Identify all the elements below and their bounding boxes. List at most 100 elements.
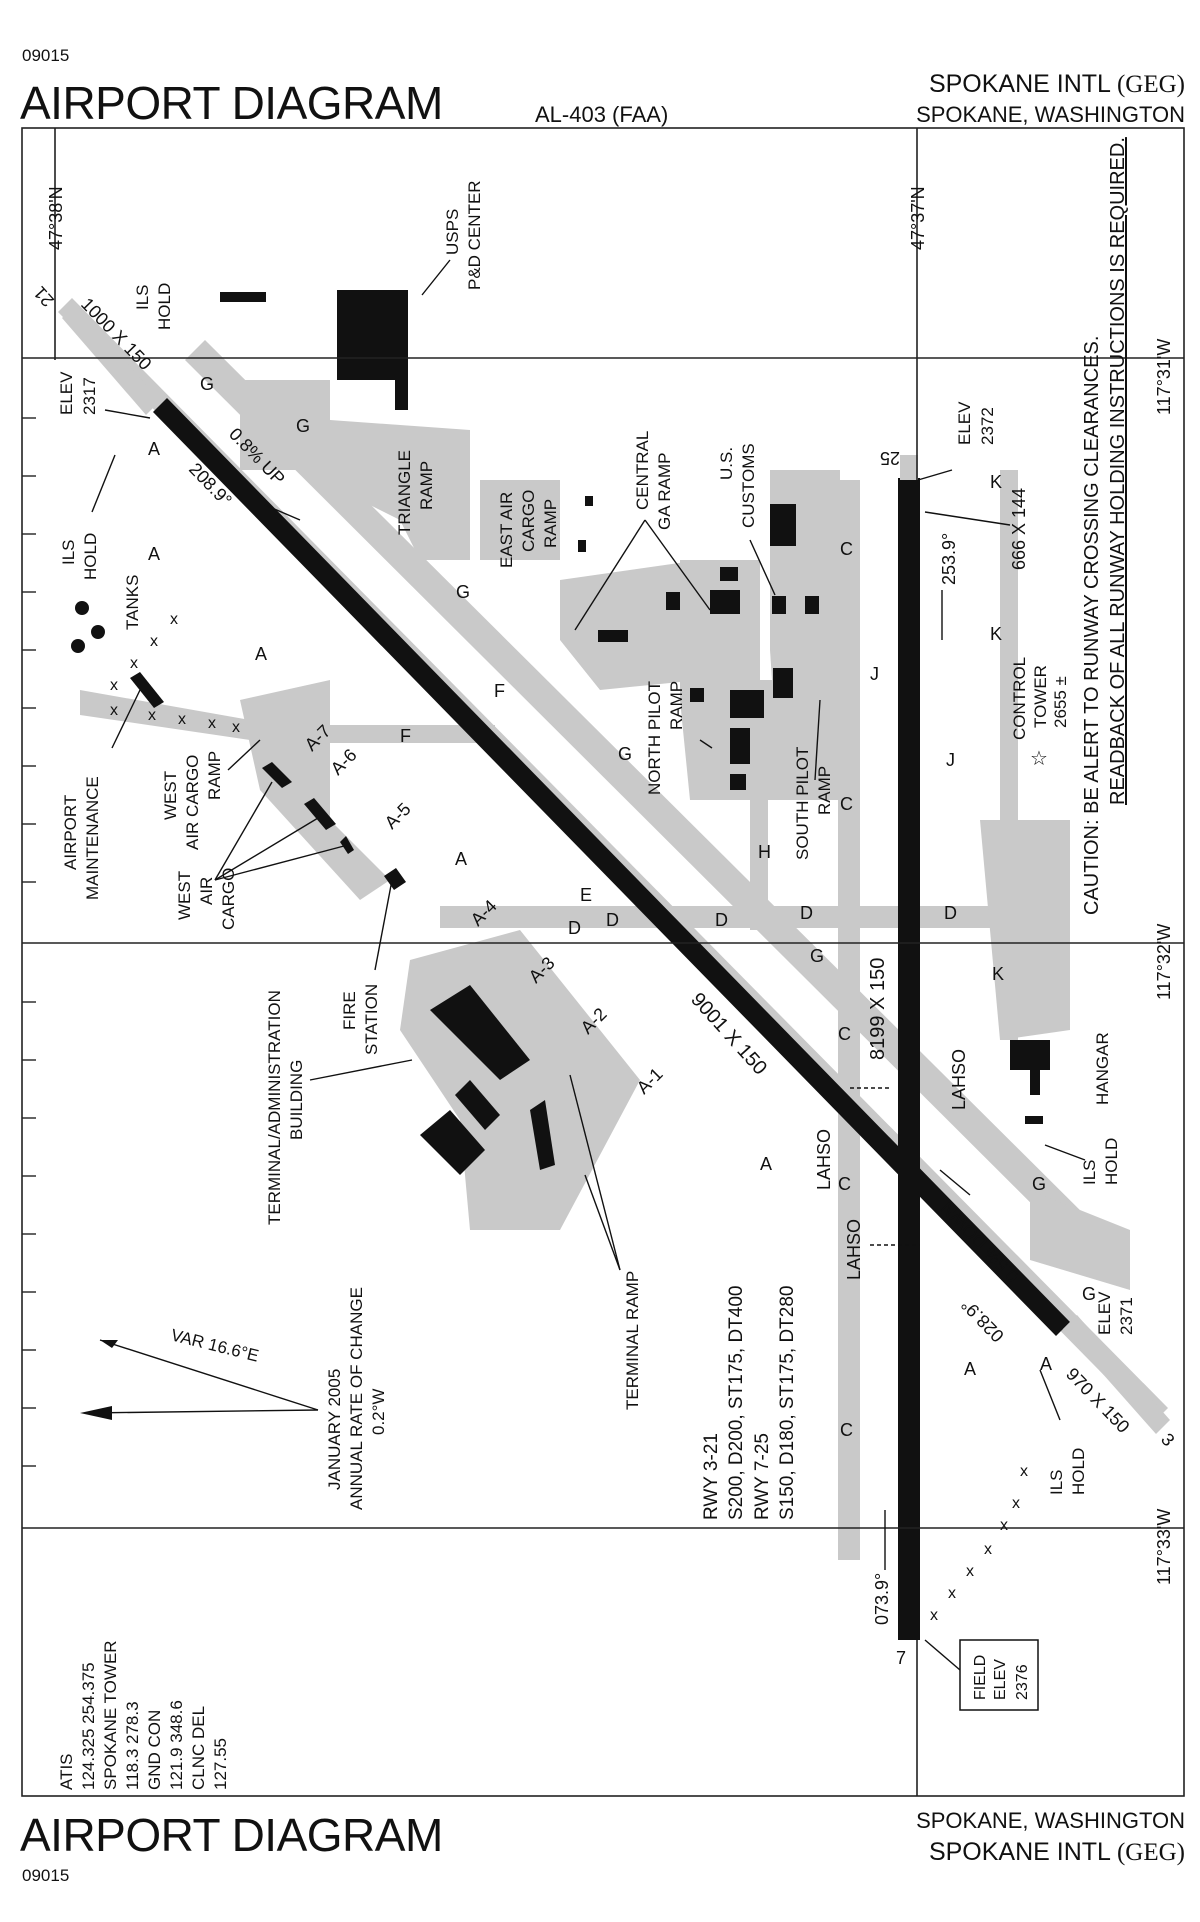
maintenance-label-1: AIRPORT <box>61 795 80 870</box>
taxiway-label-g: G <box>618 744 632 764</box>
taxiway-label-g: G <box>810 946 824 966</box>
closed-markings: x x x x x x x x x x x x x x x x <box>110 611 1028 1624</box>
east-air-cargo-label-1: EAST AIR <box>497 492 516 568</box>
x-mark: x <box>1000 1517 1008 1534</box>
taxiway-label-d: D <box>944 903 957 923</box>
airport-id: (GEG) <box>1116 71 1185 98</box>
area-labels: USPS P&D CENTER TRIANGLE RAMP EAST AIR C… <box>59 180 1121 1510</box>
east-air-cargo-label-3: RAMP <box>541 499 560 548</box>
overrun-21 <box>62 304 160 415</box>
tank-2 <box>71 639 85 653</box>
ils-hold-label-nw-2: HOLD <box>155 283 174 330</box>
runway-7-25-dimensions: 8199 X 150 <box>867 958 889 1060</box>
north-pilot-building-4 <box>730 774 746 790</box>
caution-line-2: READBACK OF ALL RUNWAY HOLDING INSTRUCTI… <box>1107 137 1129 805</box>
x-mark: x <box>984 1541 992 1558</box>
x-mark: x <box>170 611 178 628</box>
terminal-building-label-2: BUILDING <box>287 1060 306 1140</box>
x-mark: x <box>232 719 240 736</box>
control-tower-icon: ☆ <box>1030 748 1048 770</box>
leader-ils-hold-se <box>1039 1369 1061 1421</box>
x-mark: x <box>208 715 216 732</box>
x-mark: x <box>1020 1463 1028 1480</box>
leader-fire-station <box>374 879 393 971</box>
leader-ils-hold-w <box>91 454 116 513</box>
west-air-cargo-label-1: WEST <box>175 871 194 920</box>
gradient-down-arrow <box>939 1169 971 1196</box>
control-tower-label-1: CONTROL <box>1010 657 1029 740</box>
south-pilot-label-2: RAMP <box>815 766 834 815</box>
terminal-building-main <box>430 985 530 1080</box>
taxiway-label-d: D <box>800 903 813 923</box>
leader-customs <box>749 539 776 596</box>
tank-3 <box>91 625 105 639</box>
taxiway-c <box>838 480 860 1560</box>
heading-028: 028.9° <box>957 1295 1008 1346</box>
magnetic-note-2: ANNUAL RATE OF CHANGE <box>347 1287 366 1510</box>
ils-hold-label-w-1: ILS <box>59 539 78 565</box>
customs-label-1: U.S. <box>717 447 736 480</box>
leader-usps <box>421 259 451 296</box>
leader-terminal-ramp-2 <box>584 1174 621 1271</box>
north-pilot-label-1: NORTH PILOT <box>645 681 664 795</box>
field-elev-line-2: ELEV <box>992 1659 1009 1700</box>
strength-rwy-3-21-values: S200, D200, ST175, DT400 <box>726 1286 747 1520</box>
taxiway-label-j: J <box>870 664 879 684</box>
field-elev-line-1: FIELD <box>972 1655 989 1700</box>
taxiway-label-e: E <box>580 885 592 905</box>
strength-rwy-7-25-values: S150, D180, ST175, DT280 <box>777 1286 798 1520</box>
magnetic-variation: VAR 16.6°E <box>169 1325 261 1365</box>
leader-lines <box>80 259 1086 1671</box>
x-mark: x <box>130 655 138 672</box>
elev-value-2317: 2317 <box>80 377 99 415</box>
ils-hold-label-se-1: ILS <box>1047 1469 1066 1495</box>
hangar-building <box>1010 1040 1050 1095</box>
ils-hold-label-w-2: HOLD <box>81 533 100 580</box>
leader-elev-ne <box>917 469 953 481</box>
terminal-concourse-a <box>420 1110 485 1175</box>
maintenance-building <box>130 672 164 708</box>
runway-7-25 <box>898 478 920 1640</box>
taxiway-label-f: F <box>400 726 411 746</box>
elev-value-2371: 2371 <box>1117 1297 1136 1335</box>
east-air-cargo-label-2: CARGO <box>519 490 538 552</box>
tower-frequency: 118.3 278.3 <box>123 1701 142 1790</box>
frequency-panel: ATIS 124.325 254.375 SPOKANE TOWER 118.3… <box>57 1640 230 1790</box>
runway-21-label: 21 <box>30 282 58 310</box>
taxiway-label-d: D <box>606 910 619 930</box>
magnetic-note-3: 0.2°W <box>369 1389 388 1435</box>
heading-073: 073.9° <box>872 1573 892 1625</box>
north-pilot-building-1 <box>730 690 764 718</box>
terminal-concourse-b <box>455 1080 500 1130</box>
east-air-cargo-ramp-area <box>480 480 560 560</box>
airport-maintenance-taxi <box>80 690 250 740</box>
leader-elev-nw <box>104 409 151 419</box>
leader-ils-hold-e <box>1044 1144 1086 1161</box>
west-air-cargo-label-2: AIR <box>197 877 216 905</box>
leader-terminal <box>309 1059 413 1081</box>
footer-city-state: SPOKANE, WASHINGTON <box>916 1808 1185 1833</box>
tank-1 <box>75 601 89 615</box>
terminal-ramp-area <box>400 930 640 1230</box>
west-air-cargo-ramp-label-3: RAMP <box>205 751 224 800</box>
taxiway-label-c: C <box>840 794 853 814</box>
ramp-building-1 <box>585 496 593 506</box>
footer-airport-name-line: SPOKANE INTL (GEG) <box>929 1838 1185 1867</box>
x-mark: x <box>966 1563 974 1580</box>
buildings <box>71 290 1050 1175</box>
taxiway-label-a: A <box>255 644 267 664</box>
lat-label-47-37: 47°37'N <box>908 186 928 250</box>
fire-station-building <box>384 868 406 890</box>
west-cargo-ramp-area <box>240 680 390 900</box>
variation-arrow <box>99 1339 319 1411</box>
ils-hold-label-e-2: HOLD <box>1102 1138 1121 1185</box>
north-pilot-building-3 <box>730 728 750 764</box>
leader-terminal-ramp-1 <box>569 1074 621 1271</box>
west-cargo-building-2 <box>304 798 336 830</box>
control-tower-elev: 2655 ± <box>1051 676 1070 728</box>
x-mark: x <box>930 1607 938 1624</box>
leader-field-elev <box>924 1639 961 1671</box>
footer-chart-number: 09015 <box>22 1866 70 1885</box>
taxiway-label-d: D <box>715 910 728 930</box>
leader-west-cargo-2 <box>214 817 319 881</box>
